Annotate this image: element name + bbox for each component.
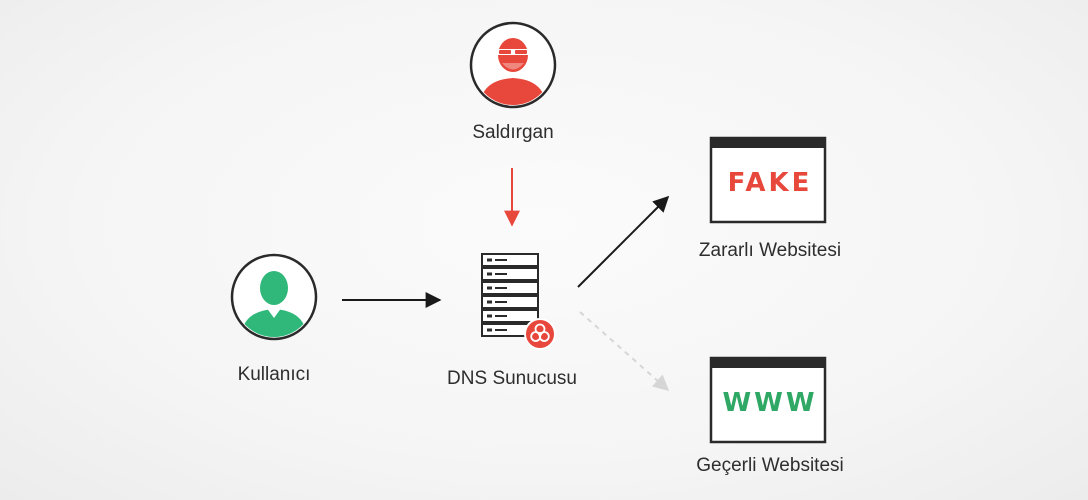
valid-site-label: Geçerli Websitesi (696, 455, 844, 476)
server-icon (481, 253, 539, 337)
browser-window-fake (709, 136, 827, 224)
dns-to-malicious-arrow (577, 195, 670, 288)
valid-site-text: WWW (722, 388, 818, 418)
attacker-label: Saldırgan (472, 122, 554, 143)
browser-window-valid (709, 356, 827, 444)
attacker-icon (469, 21, 557, 109)
user-label: Kullanıcı (237, 364, 311, 385)
dns-to-valid-dashed-arrow (579, 311, 670, 392)
fake-site-text: FAKE (727, 168, 813, 198)
biohazard-icon (524, 318, 556, 350)
user-icon (230, 253, 318, 341)
dns-server-label: DNS Sunucusu (447, 368, 577, 389)
malicious-site-label: Zararlı Websitesi (698, 240, 842, 261)
